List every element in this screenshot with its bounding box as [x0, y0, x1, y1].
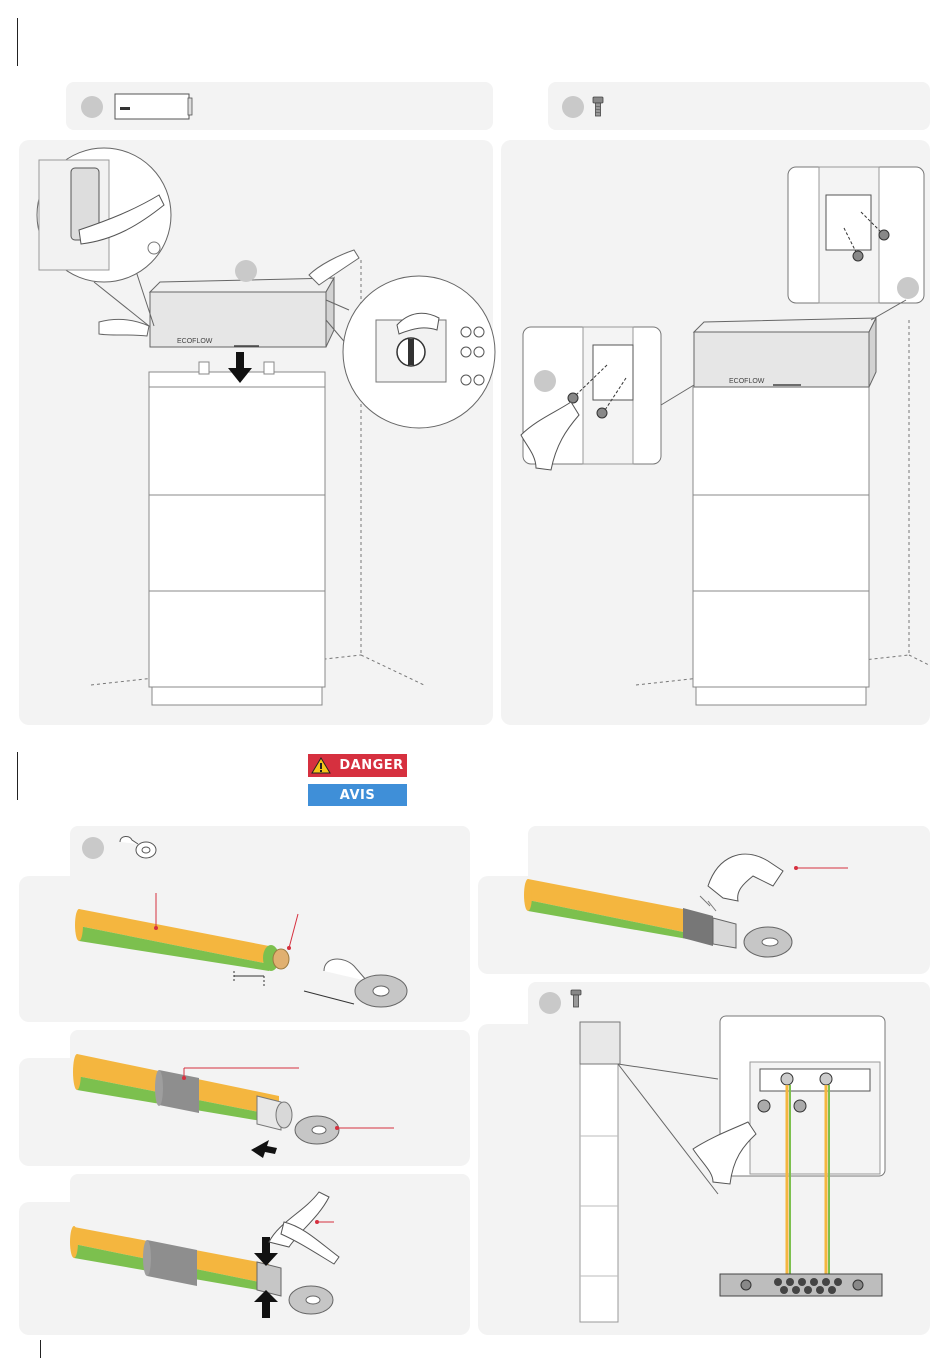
illustration-panel-strip-cable: [19, 876, 470, 1022]
danger-badge: DANGER: [308, 754, 407, 777]
illustration-panel-crimp-terminal: [19, 1202, 470, 1335]
panel-tab-crimp: [70, 1174, 470, 1204]
illustration-panel-fix-module: ECOFLOW: [501, 140, 930, 725]
panel-tab-heat-shrink: [70, 1030, 470, 1060]
step-header-2: [548, 82, 930, 130]
crimp-terminal-illustration: [19, 1202, 470, 1335]
section-marker-top: [17, 18, 18, 66]
strip-cable-illustration: [19, 876, 470, 1022]
step-number-circle: [562, 96, 584, 118]
notice-badge: AVIS: [308, 784, 407, 806]
section-marker-middle: [17, 752, 18, 800]
illustration-panel-heat-shrink-sleeve: [19, 1058, 470, 1166]
ground-connection-illustration: [478, 1024, 930, 1335]
screw-icon: [591, 97, 605, 119]
ems-module-icon: [114, 93, 194, 121]
heat-shrink-sleeve-illustration: [19, 1058, 470, 1166]
mount-module-illustration: ECOFLOW: [19, 140, 493, 725]
module-brand-text: ECOFLOW: [177, 338, 213, 345]
step-header-cable-terminal: [70, 826, 470, 876]
step-header-1: [66, 82, 493, 130]
screw-icon: [570, 990, 582, 1010]
illustration-panel-heat-gun: [478, 876, 930, 974]
module-brand-text: ECOFLOW: [729, 378, 765, 385]
fix-module-illustration: ECOFLOW: [501, 140, 930, 725]
illustration-panel-mount-module: ECOFLOW: [19, 140, 493, 725]
page-footer-marker: [40, 1340, 41, 1358]
danger-label: DANGER: [339, 758, 403, 773]
step-number-circle: [82, 837, 104, 859]
warning-triangle-icon: [311, 757, 331, 774]
ring-terminal-icon: [118, 832, 158, 860]
notice-label: AVIS: [340, 788, 375, 803]
step-number-circle: [81, 96, 103, 118]
step-number-circle: [539, 992, 561, 1014]
illustration-panel-ground-connection: [478, 1024, 930, 1335]
heat-gun-illustration: [478, 876, 930, 974]
